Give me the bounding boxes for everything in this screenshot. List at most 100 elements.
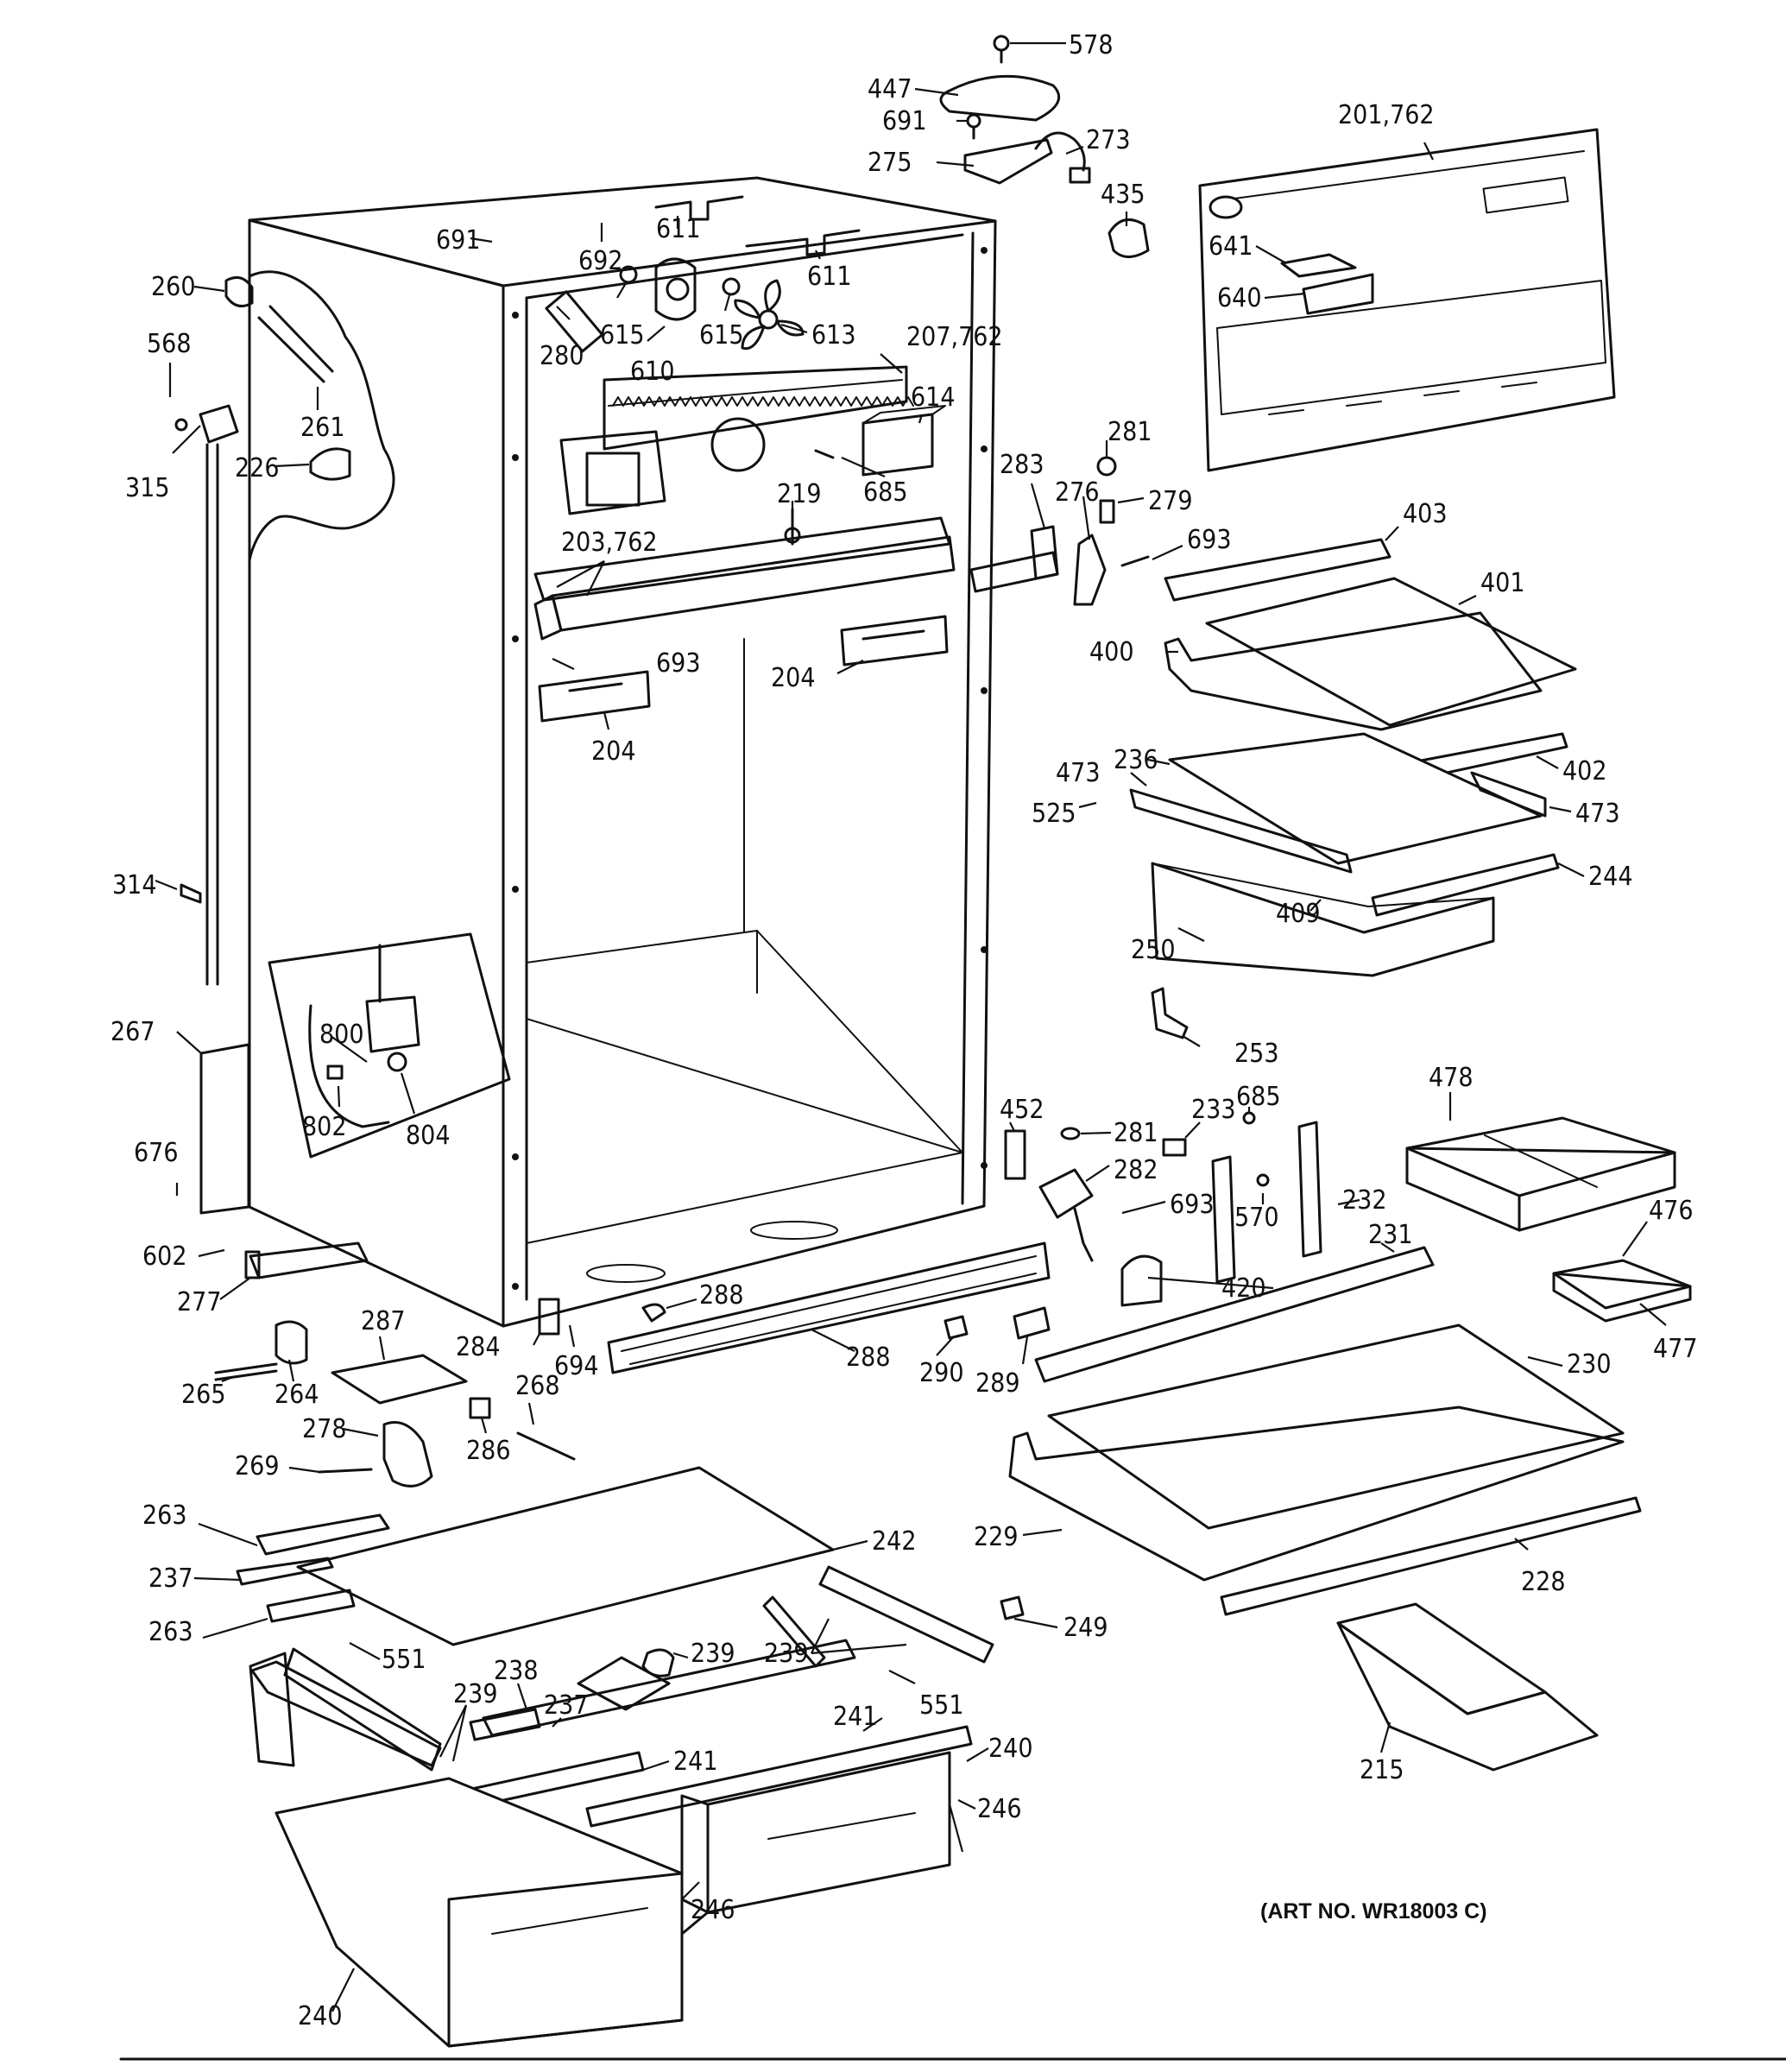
label-230: 230 [1567, 1349, 1612, 1380]
label-276: 276 [1055, 477, 1100, 508]
label-693-right: 693 [1170, 1190, 1215, 1220]
label-265: 265 [181, 1380, 226, 1410]
crisper-bin-215 [1336, 1602, 1547, 1715]
label-241-right: 241 [833, 1702, 878, 1732]
label-676: 676 [134, 1138, 179, 1168]
label-640: 640 [1217, 283, 1262, 313]
label-226: 226 [235, 453, 280, 483]
label-289: 289 [975, 1368, 1020, 1399]
label-273: 273 [1086, 125, 1131, 155]
label-239-left: 239 [453, 1679, 498, 1709]
label-263-bottom: 263 [148, 1617, 193, 1647]
label-215: 215 [1360, 1755, 1404, 1785]
label-278: 278 [302, 1414, 347, 1444]
label-283: 283 [1000, 450, 1044, 480]
hinge-assembly [969, 456, 1150, 606]
label-261: 261 [300, 413, 345, 443]
label-229: 229 [974, 1522, 1019, 1552]
label-275: 275 [868, 148, 912, 178]
label-281-right: 281 [1114, 1118, 1158, 1148]
label-409: 409 [1276, 899, 1321, 929]
part-labels: 578 447 691 273 275 201,762 435 691 692 … [110, 30, 1698, 2031]
fresh-food-shelves [1000, 1246, 1642, 1620]
label-685-right: 685 [1236, 1082, 1281, 1112]
label-250: 250 [1131, 935, 1176, 965]
label-602: 602 [142, 1241, 187, 1272]
label-204-right: 204 [771, 663, 816, 693]
label-228: 228 [1521, 1567, 1566, 1597]
label-264: 264 [275, 1380, 319, 1410]
label-237-left: 237 [148, 1563, 193, 1594]
label-693-cabinet: 693 [656, 648, 701, 679]
label-315: 315 [125, 473, 170, 503]
label-435: 435 [1101, 180, 1145, 210]
label-237-center: 237 [544, 1690, 589, 1721]
lower-parts [214, 1241, 1051, 1488]
freezer-parts [533, 195, 956, 723]
label-263-top: 263 [142, 1500, 187, 1531]
label-233: 233 [1191, 1095, 1236, 1125]
label-551-right: 551 [919, 1690, 964, 1721]
ice-trays [1405, 1116, 1692, 1323]
top-fixture [939, 35, 1150, 258]
label-804: 804 [406, 1121, 451, 1151]
label-288-clip: 288 [699, 1280, 744, 1311]
label-570: 570 [1234, 1203, 1279, 1233]
meat-pan-assembly [236, 1466, 994, 2048]
label-420: 420 [1221, 1273, 1266, 1304]
label-403: 403 [1403, 499, 1448, 529]
label-232: 232 [1342, 1185, 1387, 1216]
label-238: 238 [494, 1656, 539, 1686]
label-236: 236 [1114, 745, 1158, 775]
label-476: 476 [1649, 1196, 1694, 1226]
label-290: 290 [919, 1358, 964, 1388]
panel-267 [199, 1043, 250, 1215]
label-692: 692 [578, 246, 623, 276]
label-400: 400 [1089, 637, 1134, 667]
label-246-left: 246 [691, 1895, 735, 1925]
label-277: 277 [177, 1287, 222, 1317]
label-447: 447 [868, 74, 912, 104]
freezer-shelf-assembly [1129, 538, 1577, 977]
label-203-762: 203,762 [561, 527, 658, 558]
label-477: 477 [1653, 1334, 1698, 1364]
label-401: 401 [1480, 568, 1525, 598]
label-242: 242 [872, 1526, 917, 1557]
label-253: 253 [1234, 1039, 1279, 1069]
label-231: 231 [1368, 1220, 1413, 1250]
art-number: (ART NO. WR18003 C) [1260, 1899, 1487, 1924]
label-288-grille: 288 [846, 1342, 891, 1373]
label-685: 685 [863, 477, 908, 508]
label-615-right: 615 [699, 320, 744, 351]
label-240-right: 240 [988, 1734, 1033, 1764]
label-268: 268 [515, 1371, 560, 1401]
label-611-right: 611 [807, 262, 852, 292]
label-525: 525 [1032, 799, 1076, 829]
label-611-left: 611 [656, 214, 701, 244]
label-280: 280 [540, 341, 584, 371]
label-219: 219 [777, 479, 822, 509]
label-473-right: 473 [1575, 799, 1620, 829]
label-286: 286 [466, 1436, 511, 1466]
cabinet-screws [512, 247, 988, 1290]
label-478: 478 [1429, 1063, 1474, 1093]
label-614: 614 [911, 382, 956, 413]
label-691-cabinet: 691 [436, 225, 481, 256]
cabinet-case [248, 176, 997, 1328]
cutaway-outline [248, 270, 395, 562]
label-452: 452 [1000, 1095, 1044, 1125]
label-246-right: 246 [977, 1794, 1022, 1824]
label-284: 284 [456, 1332, 501, 1362]
label-691: 691 [882, 106, 927, 136]
label-249: 249 [1063, 1613, 1108, 1643]
parts-drawing [119, 35, 1786, 2061]
label-402: 402 [1562, 756, 1607, 786]
label-615-left: 615 [600, 320, 645, 351]
small-fixtures [1004, 987, 1322, 1307]
fan-blade [734, 279, 805, 351]
label-610: 610 [630, 357, 675, 387]
label-287: 287 [361, 1306, 406, 1336]
label-282: 282 [1114, 1155, 1158, 1185]
label-693-shelf: 693 [1187, 525, 1232, 555]
